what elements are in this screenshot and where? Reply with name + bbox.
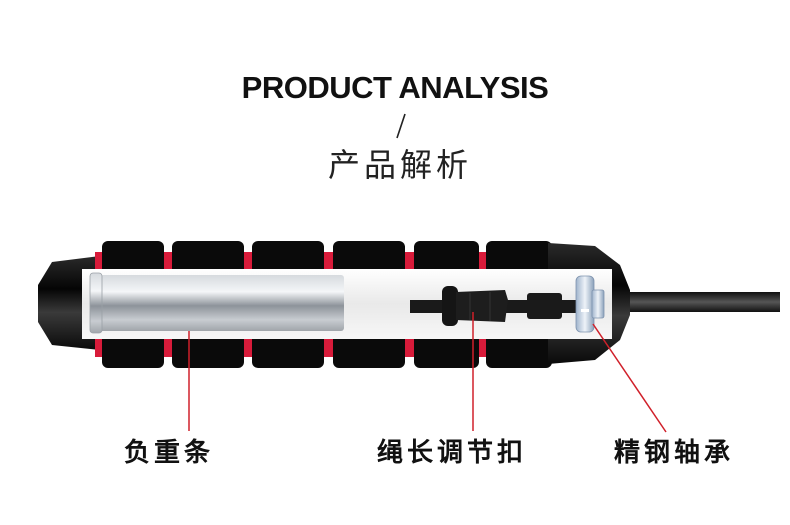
rope [620,292,780,312]
length-adjust-buckle [442,286,508,326]
callout-label-length-adjust-buckle: 绳长调节扣 [377,438,528,468]
title-chinese: 产品解析 [327,146,472,184]
callout-label-steel-bearing: 精钢轴承 [614,438,735,468]
title-separator-slash [396,113,406,139]
callout-line-bearing [592,323,667,433]
weight-bar [89,272,344,334]
title-english: PRODUCT ANALYSIS [241,70,549,105]
steel-bearing [575,275,605,333]
callout-label-weight-bar: 负重条 [124,438,215,468]
rope-stopper [527,293,562,319]
